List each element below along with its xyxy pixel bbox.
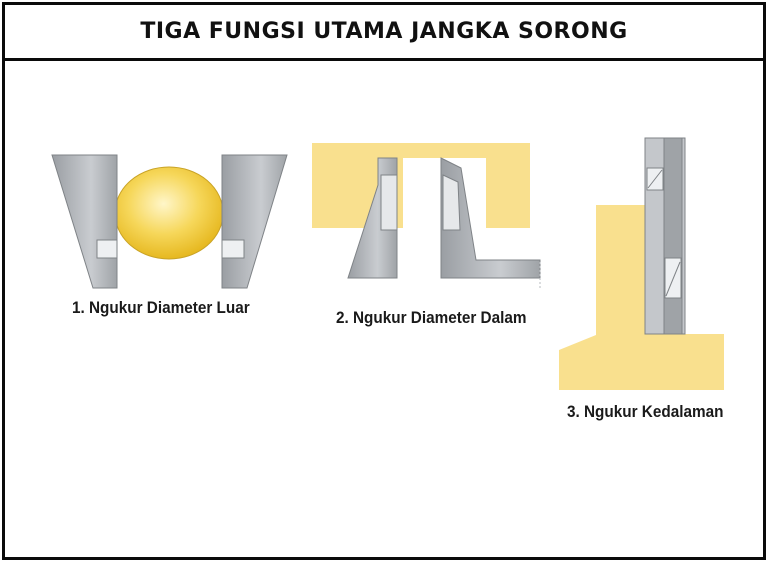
inside-diameter-illustration (312, 143, 541, 290)
right-inner-jaw (440, 157, 541, 279)
left-outer-jaw (51, 154, 118, 289)
depth-rod-inner (663, 137, 683, 335)
left-jaw-face (96, 239, 118, 259)
hollow-workpiece (312, 143, 530, 228)
page-title: TIGA FUNGSI UTAMA JANGKA SORONG (140, 19, 628, 44)
caption-inside-diameter: 2. Ngukur Diameter Dalam (336, 308, 527, 327)
header-bar: TIGA FUNGSI UTAMA JANGKA SORONG (5, 5, 763, 61)
caption-outside-diameter: 1. Ngukur Diameter Luar (72, 298, 250, 317)
workpiece-bottom-left (312, 158, 356, 228)
depth-rod-hatch-bottom (665, 261, 681, 297)
depth-illustration (559, 137, 724, 390)
outside-diameter-illustration (51, 154, 288, 289)
round-workpiece (114, 166, 224, 260)
depth-rod-hatch-top (647, 169, 663, 189)
caption-depth: 3. Ngukur Kedalaman (567, 402, 724, 421)
right-jaw-face (221, 239, 245, 259)
left-inner-jaw-tip (380, 174, 398, 231)
right-inner-jaw-tip (442, 174, 461, 231)
stepped-workpiece (559, 205, 724, 390)
right-outer-jaw (221, 154, 288, 289)
